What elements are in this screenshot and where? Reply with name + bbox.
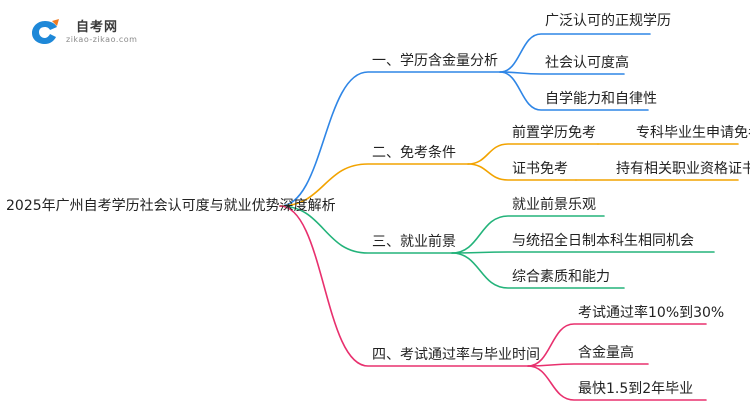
branch-3-item-1: 就业前景乐观 xyxy=(512,197,596,213)
branch-4-label: 四、考试通过率与毕业时间 xyxy=(372,347,540,363)
branch-4-item-1-connector xyxy=(527,323,707,367)
branch-4-item-2-connector xyxy=(527,363,649,367)
branch-1-item-2-connector xyxy=(499,71,625,75)
branch-3-item-2-connector xyxy=(451,251,715,254)
branch-1-item-1-connector xyxy=(499,33,651,73)
branch-3-item-1-connector xyxy=(451,215,605,254)
logo-title: 自考网 xyxy=(76,20,119,35)
logo-icon xyxy=(32,19,59,44)
branch-4-item-3-connector xyxy=(527,365,707,401)
branch-2-item-2: 证书免考 xyxy=(512,161,568,177)
mindmap-root: 2025年广州自考学历社会认可度与就业优势深度解析 xyxy=(6,198,336,214)
branch-2-connector xyxy=(279,163,469,207)
branch-2-item-1-detail: 专科毕业生申请免考 xyxy=(636,125,750,141)
branch-3-item-2: 与统招全日制本科生相同机会 xyxy=(512,233,694,249)
branch-3-label: 三、就业前景 xyxy=(372,234,456,250)
branch-1-item-1: 广泛认可的正规学历 xyxy=(545,13,671,29)
branch-4-item-1: 考试通过率10%到30% xyxy=(578,305,725,321)
branch-1-label: 一、学历含金量分析 xyxy=(372,53,498,69)
branch-1-item-2: 社会认可度高 xyxy=(545,55,629,71)
branch-2-item-1-connector xyxy=(467,143,599,165)
site-logo: 自考网 zikao-zikao.com xyxy=(30,16,170,50)
branch-2-item-2-connector xyxy=(467,163,577,181)
branch-3-item-3: 综合素质和能力 xyxy=(512,269,610,285)
branch-4-connector xyxy=(279,205,529,367)
branch-2-label: 二、免考条件 xyxy=(372,145,456,161)
branch-2-item-1: 前置学历免考 xyxy=(512,125,596,141)
branch-1-item-3: 自学能力和自律性 xyxy=(545,91,657,107)
branch-1-connector xyxy=(279,71,501,207)
branch-4-item-2: 含金量高 xyxy=(578,345,634,361)
branch-4-item-3: 最快1.5到2年毕业 xyxy=(578,381,694,397)
branch-2-item-2-detail: 持有相关职业资格证书 xyxy=(616,161,750,177)
logo-subtitle: zikao-zikao.com xyxy=(66,35,138,44)
branch-3-connector xyxy=(279,205,453,254)
branch-1-item-3-connector xyxy=(499,71,649,111)
branch-3-item-3-connector xyxy=(451,252,625,289)
